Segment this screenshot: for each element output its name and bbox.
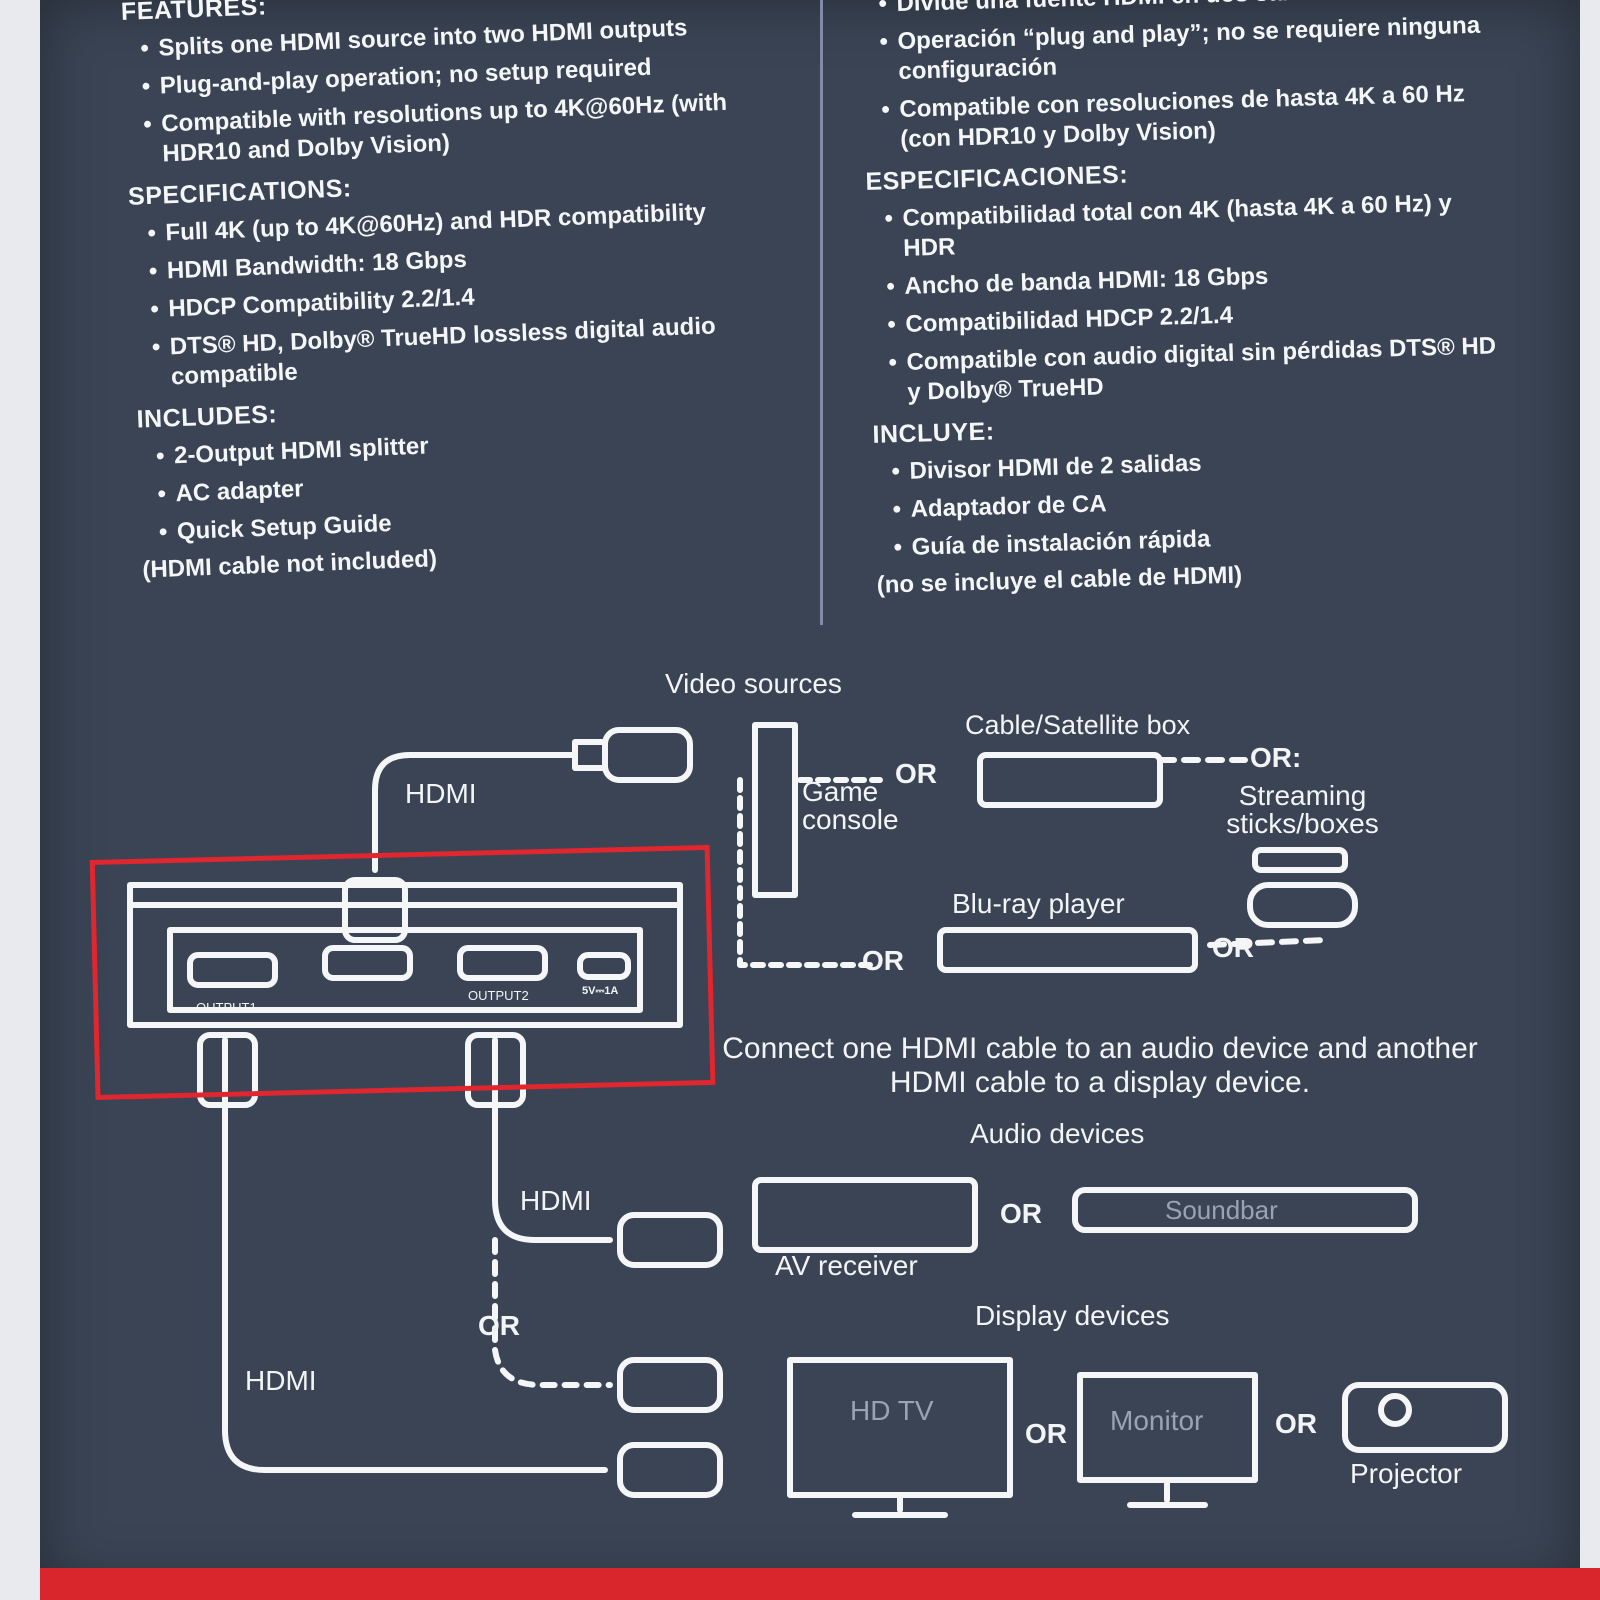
hdtv-label: HD TV (850, 1395, 934, 1426)
monitor-label: Monitor (1110, 1405, 1204, 1436)
highlight-box (89, 844, 716, 1100)
hdmi-plug-icon (602, 727, 693, 783)
soundbar-label: Soundbar (1165, 1195, 1278, 1225)
or-label: OR (1275, 1408, 1317, 1439)
streaming-label: Streaming sticks/boxes (1226, 780, 1379, 839)
input-port (322, 945, 413, 981)
or-label: OR: (1250, 742, 1302, 773)
power-label: 5V⎓1A (582, 985, 619, 997)
cable-box-label: Cable/Satellite box (965, 710, 1191, 740)
audio-devices-label: Audio devices (970, 1118, 1145, 1149)
bluray-player-icon (937, 927, 1198, 973)
output2-port (457, 945, 548, 981)
streaming-box-icon (1247, 882, 1358, 928)
or-label: OR (895, 758, 937, 789)
streaming-stick-icon (1252, 847, 1348, 873)
hdmi-plug-icon (617, 1442, 723, 1498)
display-devices-label: Display devices (975, 1300, 1170, 1331)
output1-cable (222, 1037, 608, 1473)
output2-label: OUTPUT2 (468, 988, 529, 1003)
output2-cable (492, 1037, 613, 1243)
or-label: OR (478, 1310, 520, 1341)
av-receiver-icon (752, 1177, 978, 1253)
or-label: OR (1212, 932, 1254, 963)
game-console-icon (752, 722, 798, 898)
game-console-label: Game console (802, 776, 899, 835)
output1-label: OUTPUT1 (196, 1000, 257, 1015)
hdmi-label: HDMI (245, 1365, 317, 1396)
column-divider (820, 0, 823, 625)
or-label: OR (862, 945, 904, 976)
projector-icon (1342, 1382, 1508, 1453)
av-receiver-label: AV receiver (775, 1250, 918, 1281)
soundbar-icon (1072, 1187, 1418, 1233)
hdmi-plug-icon (617, 1357, 723, 1413)
input-cable (372, 752, 578, 873)
or-label: OR (1025, 1418, 1067, 1449)
red-bottom-stripe (40, 1568, 1600, 1600)
output1-port (187, 952, 278, 988)
hdmi-plug-icon (617, 1212, 723, 1268)
bluray-label: Blu-ray player (952, 888, 1125, 919)
power-port (577, 952, 631, 980)
hdmi-label: HDMI (405, 778, 477, 809)
hdmi-label: HDMI (520, 1185, 592, 1216)
cable-box-icon (977, 752, 1163, 808)
tv-icon (787, 1357, 1013, 1498)
projector-label: Projector (1350, 1458, 1463, 1489)
video-sources-label: Video sources (665, 668, 842, 699)
or-label: OR (1000, 1198, 1042, 1229)
alt-display-cable (492, 1237, 613, 1388)
connect-note: Connect one HDMI cable to an audio devic… (722, 1032, 1478, 1099)
